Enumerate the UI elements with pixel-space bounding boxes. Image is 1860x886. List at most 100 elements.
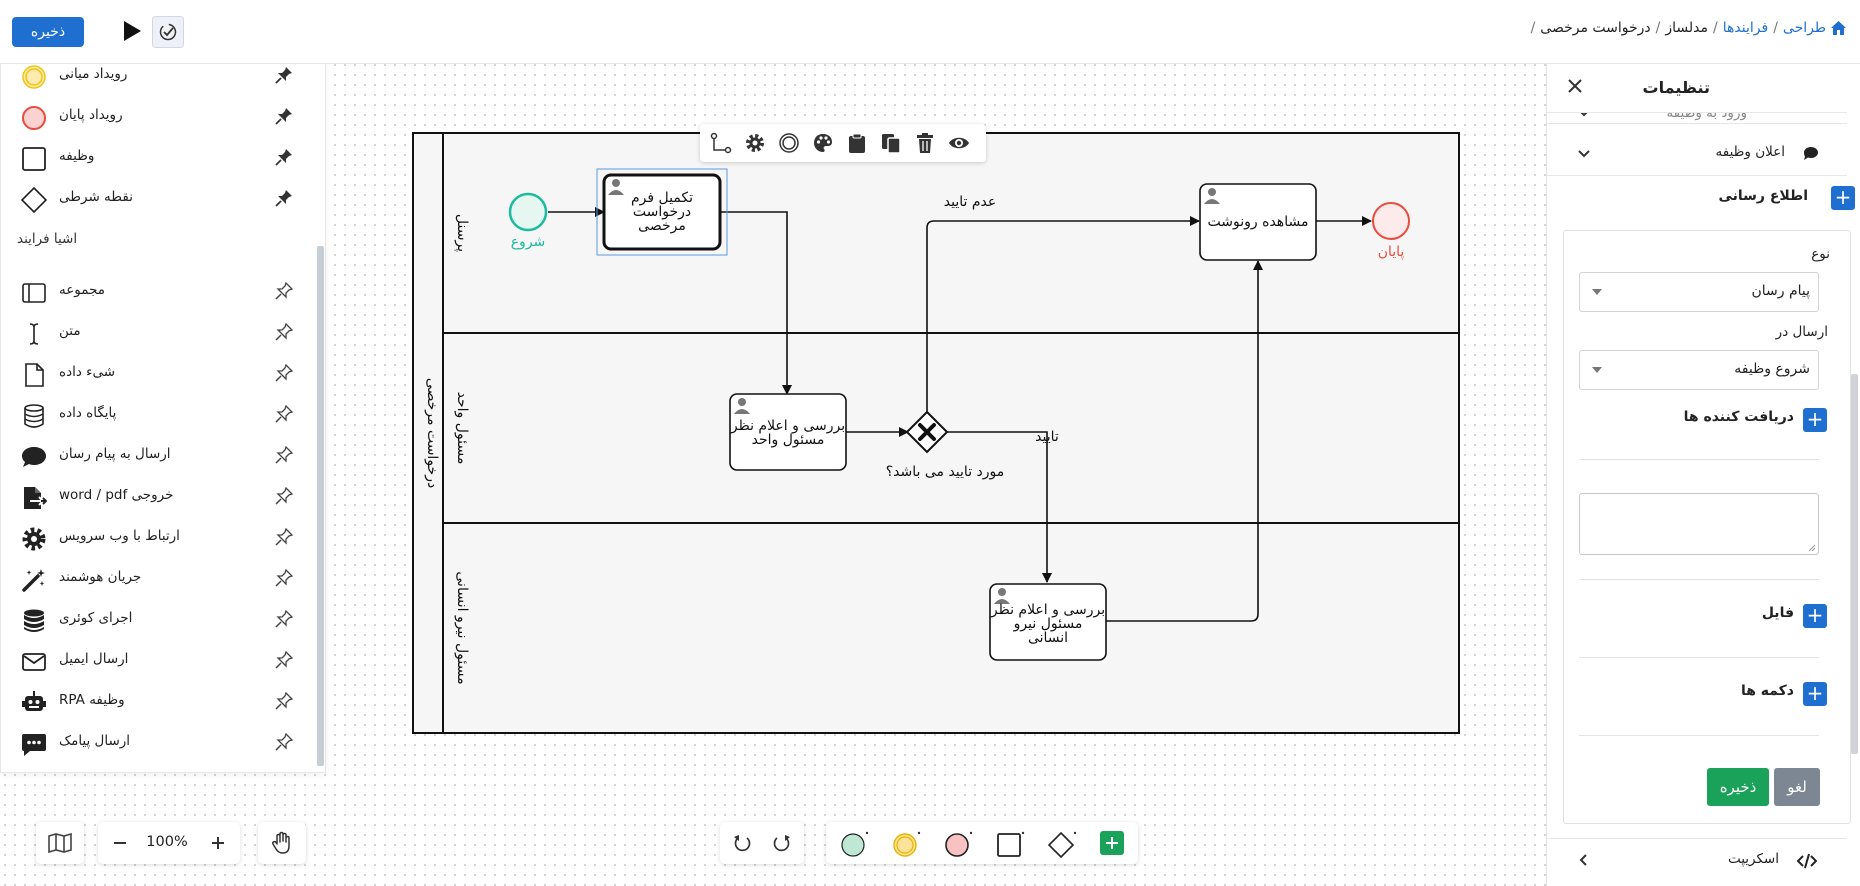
palette-item-rpa-task[interactable]: وظیفه RPA (1, 682, 311, 722)
minimap-toggle[interactable] (36, 822, 84, 864)
palette-item-label: متن (59, 323, 81, 339)
pin-filled-icon[interactable] (275, 66, 293, 84)
pin-outline-icon[interactable] (275, 405, 293, 423)
palette-item-gateway[interactable]: نقطه شرطی (1, 179, 311, 219)
trash-icon[interactable] (914, 132, 936, 154)
palette-item-text[interactable]: متن (1, 313, 311, 353)
flow-label-reject: عدم تایید (944, 194, 996, 210)
exclusive-gateway[interactable]: مورد تایید می باشد؟ (886, 410, 1005, 480)
pin-outline-icon[interactable] (275, 692, 293, 710)
pin-outline-icon[interactable] (275, 733, 293, 751)
task-view-copy[interactable]: مشاهده رونوشت (1199, 183, 1317, 261)
palette-item-send-messenger[interactable]: ارسال به پیام رسان (1, 436, 311, 476)
accordion-script[interactable]: اسکریپت (1547, 838, 1847, 882)
palette-item-send-email[interactable]: ارسال ایمیل (1, 641, 311, 681)
add-file-button[interactable]: + (1803, 604, 1827, 628)
task-view-copy-label: مشاهده رونوشت (1208, 214, 1309, 230)
quick-shapes-toolbar (826, 822, 1138, 864)
save-button[interactable]: ذخیره (12, 17, 84, 47)
sequence-flows (548, 207, 1372, 622)
end-event[interactable]: پایان (1372, 202, 1410, 260)
palette-item-label: ارسال پیامک (59, 733, 131, 749)
send-in-select[interactable]: شروع وظیفه (1579, 350, 1819, 390)
palette-item-intermediate-event[interactable]: رویداد میانی (1, 56, 311, 96)
home-icon[interactable] (1831, 21, 1846, 35)
pin-outline-icon[interactable] (275, 651, 293, 669)
notification-section-label: اطلاع رسانی (1718, 188, 1808, 204)
task-unit-manager-review[interactable]: بررسی و اعلام نظر مسئول واحد (729, 393, 847, 471)
accordion-task-notice[interactable]: اعلان وظیفه (1547, 132, 1847, 176)
breadcrumb-modeler: مدلساز (1665, 20, 1709, 36)
intermediate-event-shape-icon[interactable] (892, 830, 922, 858)
pin-outline-icon[interactable] (275, 364, 293, 382)
accordion-task-enter[interactable]: ورود به وظیفه (1547, 112, 1847, 124)
add-shape-button[interactable] (1100, 831, 1124, 855)
task-unit-review-line2: مسئول واحد (752, 432, 825, 448)
pin-outline-icon[interactable] (275, 610, 293, 628)
palette-item-end-event[interactable]: رویداد پایان (1, 97, 311, 137)
lane-label-staff: پرسنل (454, 214, 470, 252)
gateway-shape-icon[interactable] (1048, 830, 1078, 858)
pin-outline-icon[interactable] (275, 323, 293, 341)
palette-item-database[interactable]: پایگاه داده (1, 395, 311, 435)
close-icon[interactable] (1565, 76, 1585, 96)
recipients-textarea[interactable] (1579, 493, 1819, 555)
connect-icon[interactable] (710, 132, 732, 154)
palette-item-export-word-pdf[interactable]: خروجی word / pdf (1, 477, 311, 517)
undo-icon[interactable] (732, 833, 752, 853)
export-file-icon (24, 487, 47, 509)
end-event-shape-icon[interactable] (944, 830, 974, 858)
task-shape-icon[interactable] (996, 830, 1026, 858)
divider (1579, 459, 1819, 460)
pin-outline-icon[interactable] (275, 528, 293, 546)
pin-filled-icon[interactable] (275, 148, 293, 166)
pin-outline-icon[interactable] (275, 282, 293, 300)
add-buttons-button[interactable]: + (1803, 682, 1827, 706)
pin-outline-icon[interactable] (275, 569, 293, 587)
zoom-out-icon[interactable] (112, 835, 128, 851)
palette-scrollbar[interactable] (317, 246, 324, 766)
start-event-shape-icon[interactable] (840, 830, 870, 858)
palette-item-send-sms[interactable]: ارسال پیامک (1, 723, 311, 763)
settings-scrollbar[interactable] (1851, 374, 1858, 754)
settings-save-button[interactable]: ذخیره (1707, 768, 1769, 806)
palette-item-data-object[interactable]: شیء داده (1, 354, 311, 394)
chevron-down-icon (1578, 150, 1590, 158)
gear-icon[interactable] (744, 132, 766, 154)
zoom-in-icon[interactable] (210, 835, 226, 851)
hand-tool-button[interactable] (258, 822, 306, 864)
palette-item-label: مجموعه (59, 282, 106, 298)
settings-cancel-button[interactable]: لغو (1774, 768, 1820, 806)
palette-item-run-query[interactable]: اجرای کوئری (1, 600, 311, 640)
resize-handle-icon[interactable] (1808, 544, 1816, 552)
eye-icon[interactable] (948, 132, 970, 154)
add-recipient-button[interactable]: + (1803, 408, 1827, 432)
palette-item-group[interactable]: مجموعه (1, 272, 311, 312)
task-fill-leave-form[interactable]: تکمیل فرم درخواست مرخصی (596, 168, 728, 256)
breadcrumb-design[interactable]: طراحی (1782, 20, 1826, 36)
type-select[interactable]: پیام رسان (1579, 272, 1819, 312)
pin-filled-icon[interactable] (275, 107, 293, 125)
event-ring-icon[interactable] (778, 132, 800, 154)
divider (1579, 579, 1819, 580)
redo-icon[interactable] (772, 833, 792, 853)
pin-filled-icon[interactable] (275, 189, 293, 207)
palette-item-web-service[interactable]: ارتباط با وب سرویس (1, 518, 311, 558)
recipients-label: دریافت کننده ها (1683, 409, 1794, 425)
chevron-down-icon (1580, 113, 1588, 117)
validate-button[interactable] (152, 16, 184, 48)
add-notification-button[interactable]: + (1831, 186, 1855, 210)
task-hr-manager-review[interactable]: بررسی و اعلام نظر مسئول نیرو انسانی (989, 583, 1107, 661)
copy-icon[interactable] (880, 132, 902, 154)
palette-item-smart-flow[interactable]: جریان هوشمند (1, 559, 311, 599)
file-label: فایل (1761, 605, 1794, 621)
pin-outline-icon[interactable] (275, 487, 293, 505)
palette-item-task[interactable]: وظیفه (1, 138, 311, 178)
pin-outline-icon[interactable] (275, 446, 293, 464)
start-event[interactable]: شروع (508, 192, 548, 250)
play-icon[interactable] (122, 20, 142, 42)
breadcrumb-processes[interactable]: فرایندها (1722, 20, 1769, 36)
clipboard-icon[interactable] (846, 132, 868, 154)
palette-icon[interactable] (812, 132, 834, 154)
